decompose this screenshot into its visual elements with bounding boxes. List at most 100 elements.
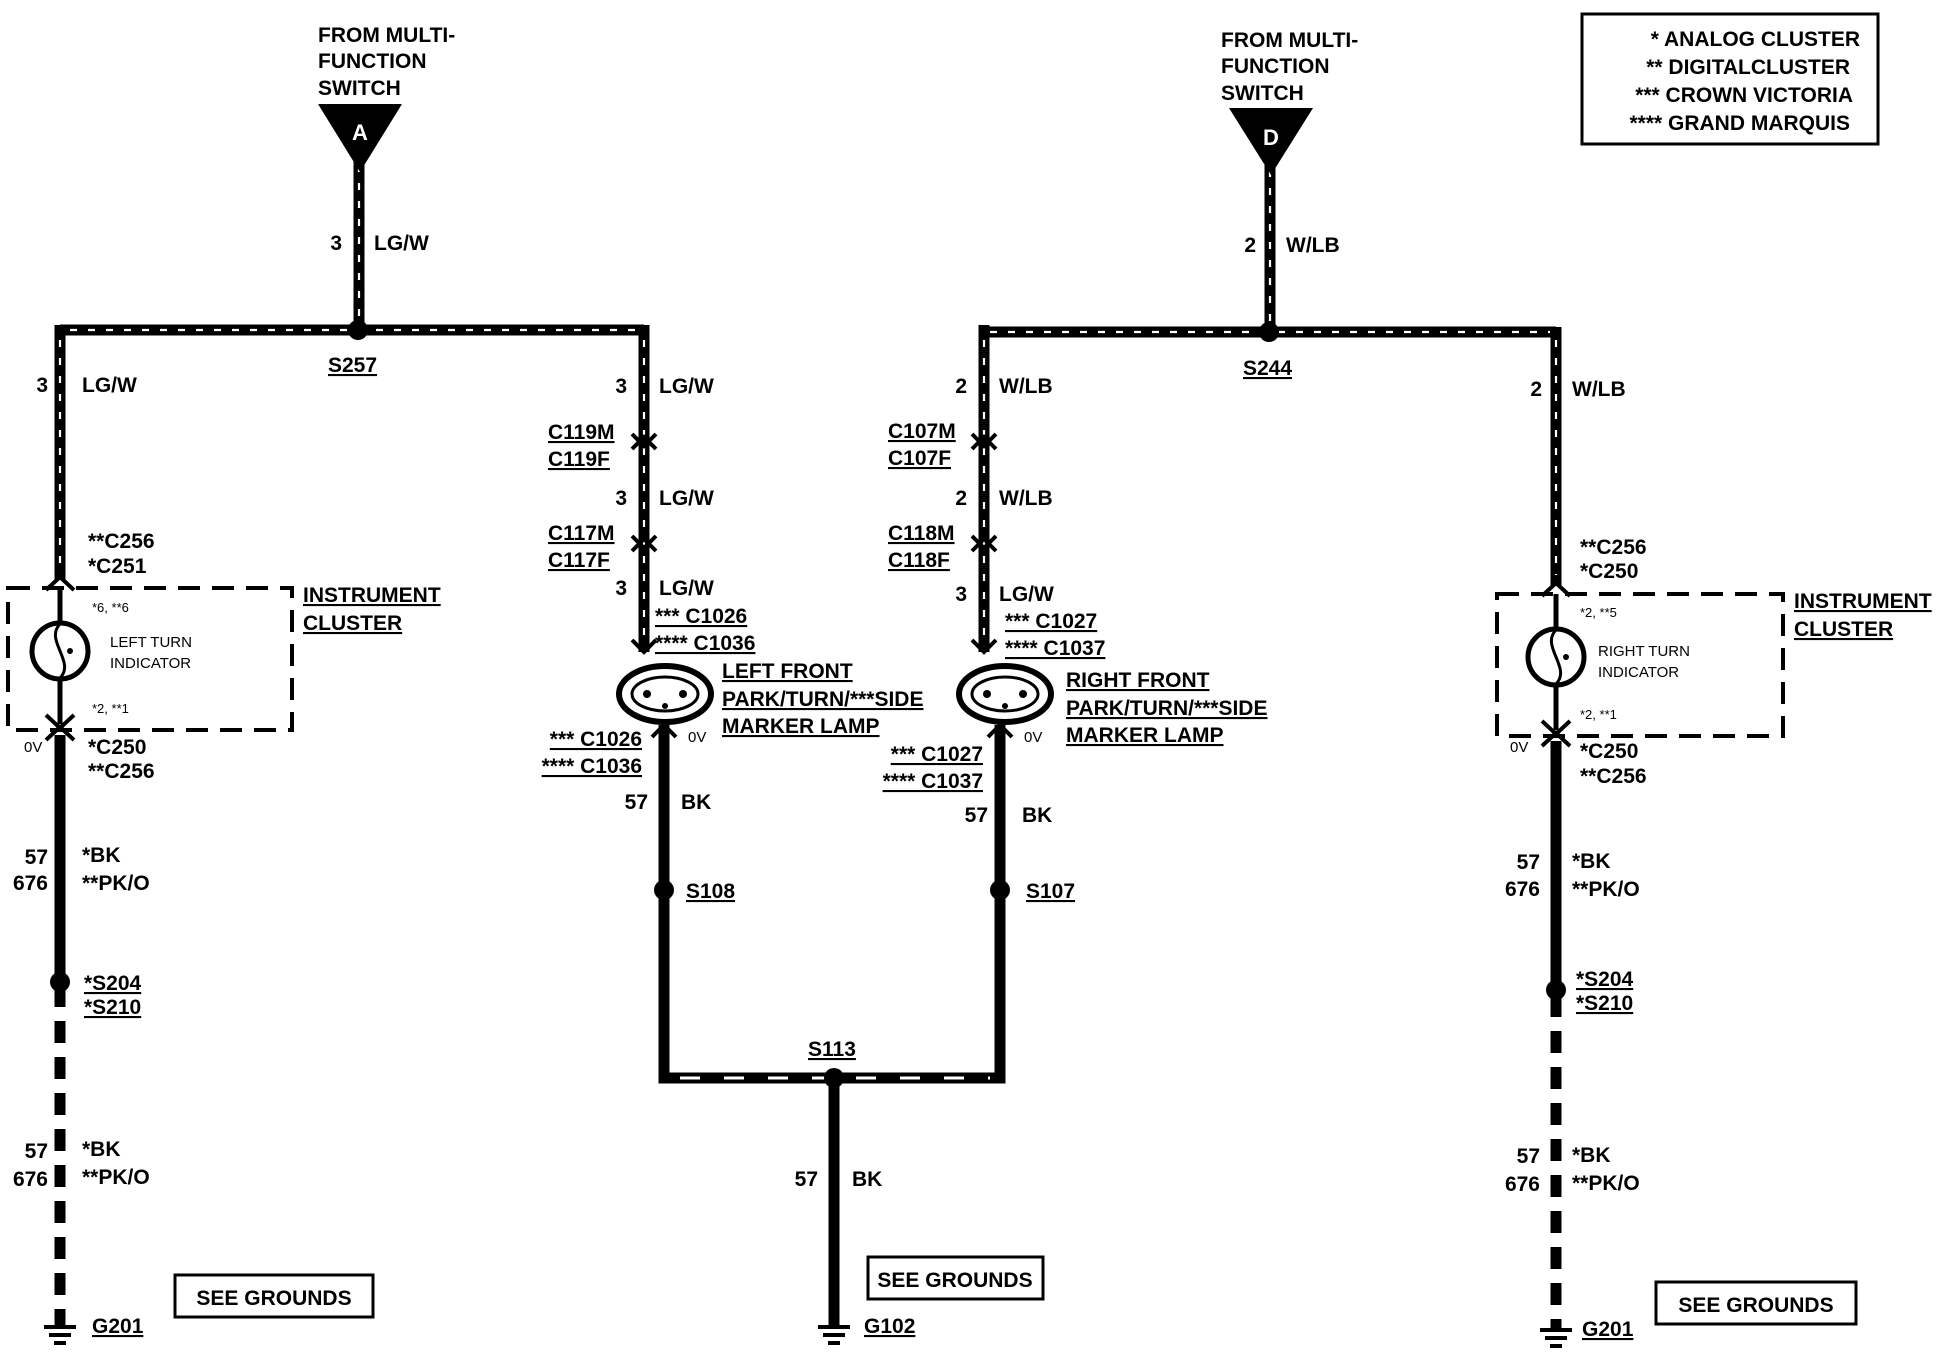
cluster-label: CLUSTER bbox=[1794, 618, 1893, 641]
wire-color: W/LB bbox=[999, 375, 1053, 398]
bulb-filament bbox=[53, 622, 67, 680]
lamp-label: MARKER LAMP bbox=[1066, 724, 1224, 747]
ground-label: G201 bbox=[92, 1315, 144, 1338]
connector-label: C117M bbox=[548, 522, 615, 545]
circuit-number: 57 bbox=[795, 1168, 818, 1191]
connector-label: C119M bbox=[548, 421, 615, 444]
splice-label: S113 bbox=[808, 1038, 856, 1061]
circuit-number: 676 bbox=[1505, 1173, 1540, 1196]
source-triangle bbox=[1229, 108, 1313, 175]
wire-color: W/LB bbox=[1286, 234, 1340, 257]
source-left: FROM MULTI- FUNCTION SWITCH A bbox=[318, 24, 455, 172]
see-grounds-box bbox=[866, 1255, 1045, 1301]
see-grounds-box bbox=[173, 1273, 375, 1319]
indicator-label: INDICATOR bbox=[110, 655, 191, 672]
wire-color: LG/W bbox=[659, 577, 714, 600]
wire-color: **PK/O bbox=[1572, 878, 1640, 901]
connector-arrow bbox=[44, 574, 76, 592]
connector-label: *C251 bbox=[88, 555, 147, 578]
circuit-number: 57 bbox=[25, 1140, 48, 1163]
circuit-number: 57 bbox=[1517, 1145, 1540, 1168]
connector-label: *C250 bbox=[1580, 560, 1638, 583]
connector-label: **** C1036 bbox=[542, 755, 642, 778]
wire-color: W/LB bbox=[999, 487, 1053, 510]
splice-label: *S210 bbox=[84, 996, 141, 1019]
splice-label: *S204 bbox=[84, 972, 142, 995]
wires bbox=[54, 160, 1562, 1328]
legend: * ANALOG CLUSTER ** DIGITALCLUSTER *** C… bbox=[1580, 12, 1880, 146]
legend-box bbox=[1580, 12, 1880, 146]
legend-item: ** DIGITALCLUSTER bbox=[1646, 56, 1850, 79]
circuit-number: 2 bbox=[955, 487, 967, 510]
lamp-icon bbox=[956, 663, 1054, 725]
wire-color: *BK bbox=[82, 1138, 121, 1161]
circuit-number: 676 bbox=[13, 872, 48, 895]
lamp-label: MARKER LAMP bbox=[722, 715, 880, 738]
connector-label: C119F bbox=[548, 448, 610, 471]
connector-arrow bbox=[970, 638, 998, 655]
lamp-label: RIGHT FRONT bbox=[1066, 669, 1210, 692]
see-grounds-label: SEE GROUNDS bbox=[1678, 1294, 1833, 1317]
source-letter: D bbox=[1263, 125, 1279, 150]
voltage-label: 0V bbox=[1024, 729, 1042, 746]
connector-arrow bbox=[986, 722, 1014, 739]
source-label-line: FROM MULTI- bbox=[318, 24, 455, 47]
connector-label: **C256 bbox=[1580, 765, 1647, 788]
legend-item: **** GRAND MARQUIS bbox=[1629, 112, 1850, 135]
splice-label: *S210 bbox=[1576, 992, 1633, 1015]
connector-label: **C256 bbox=[88, 530, 155, 553]
source-label-line: SWITCH bbox=[1221, 82, 1304, 105]
circuit-number: 3 bbox=[615, 577, 627, 600]
connector-label: C118M bbox=[888, 522, 955, 545]
lamp-icon bbox=[616, 663, 714, 725]
lamp-label: LEFT FRONT bbox=[722, 660, 853, 683]
source-label-line: FUNCTION bbox=[1221, 55, 1330, 78]
ground-label: G201 bbox=[1582, 1318, 1634, 1341]
circuit-number: 3 bbox=[615, 487, 627, 510]
pin-label: *6, **6 bbox=[92, 600, 129, 615]
legend-item: * ANALOG CLUSTER bbox=[1651, 28, 1860, 51]
circuit-number: 3 bbox=[955, 583, 967, 606]
wire-color: LG/W bbox=[82, 374, 137, 397]
splice-dot bbox=[1259, 322, 1279, 342]
wire-color: *BK bbox=[1572, 1144, 1611, 1167]
wire-color: W/LB bbox=[1572, 378, 1626, 401]
connector-label: **** C1036 bbox=[655, 632, 755, 655]
connector-label: C107M bbox=[888, 420, 956, 443]
ground-icon bbox=[1540, 1328, 1572, 1348]
connector-arrow bbox=[44, 724, 76, 742]
right-cluster-branch: 2 W/LB **C256 *C250 *2, **5 RIGHT TURN I… bbox=[1495, 378, 1932, 1348]
source-label-line: FROM MULTI- bbox=[1221, 29, 1358, 52]
wire-color: LG/W bbox=[659, 375, 714, 398]
circuit-number: 3 bbox=[615, 375, 627, 398]
legend-item: *** CROWN VICTORIA bbox=[1635, 84, 1853, 107]
voltage-label: 0V bbox=[24, 739, 42, 756]
bulb-filament-dot bbox=[67, 648, 73, 654]
circuit-number: 2 bbox=[1530, 378, 1542, 401]
cluster-label: INSTRUMENT bbox=[303, 584, 441, 607]
wire-color: *BK bbox=[82, 844, 121, 867]
connector-label: *** C1027 bbox=[891, 743, 983, 766]
source-triangle bbox=[318, 104, 402, 172]
splice-label: S244 bbox=[1243, 357, 1292, 380]
connector-arrow bbox=[1540, 580, 1572, 598]
circuit-number: 2 bbox=[1244, 234, 1256, 257]
connector-label: **C256 bbox=[1580, 536, 1647, 559]
connector-arrow bbox=[630, 534, 658, 553]
splice-dot bbox=[348, 320, 368, 340]
connector-label: *C250 bbox=[1580, 740, 1638, 763]
wire-color: LG/W bbox=[374, 232, 429, 255]
connector-arrow bbox=[970, 432, 998, 451]
cluster-label: CLUSTER bbox=[303, 612, 402, 635]
splice-label: S107 bbox=[1026, 880, 1075, 903]
circuit-number: 676 bbox=[13, 1168, 48, 1191]
left-lamp-branch: 3 LG/W C119M C119F 3 LG/W C117M C117F 3 … bbox=[542, 375, 924, 903]
wire-color: LG/W bbox=[659, 487, 714, 510]
wire-color: **PK/O bbox=[82, 1166, 150, 1189]
connector-label: *C250 bbox=[88, 736, 146, 759]
connector-label: **C256 bbox=[88, 760, 155, 783]
circuit-number: 57 bbox=[625, 791, 648, 814]
left-cluster-branch: 3 LG/W **C256 *C251 *6, **6 LEFT TURN IN… bbox=[6, 374, 441, 1345]
ground-icon bbox=[44, 1325, 76, 1345]
